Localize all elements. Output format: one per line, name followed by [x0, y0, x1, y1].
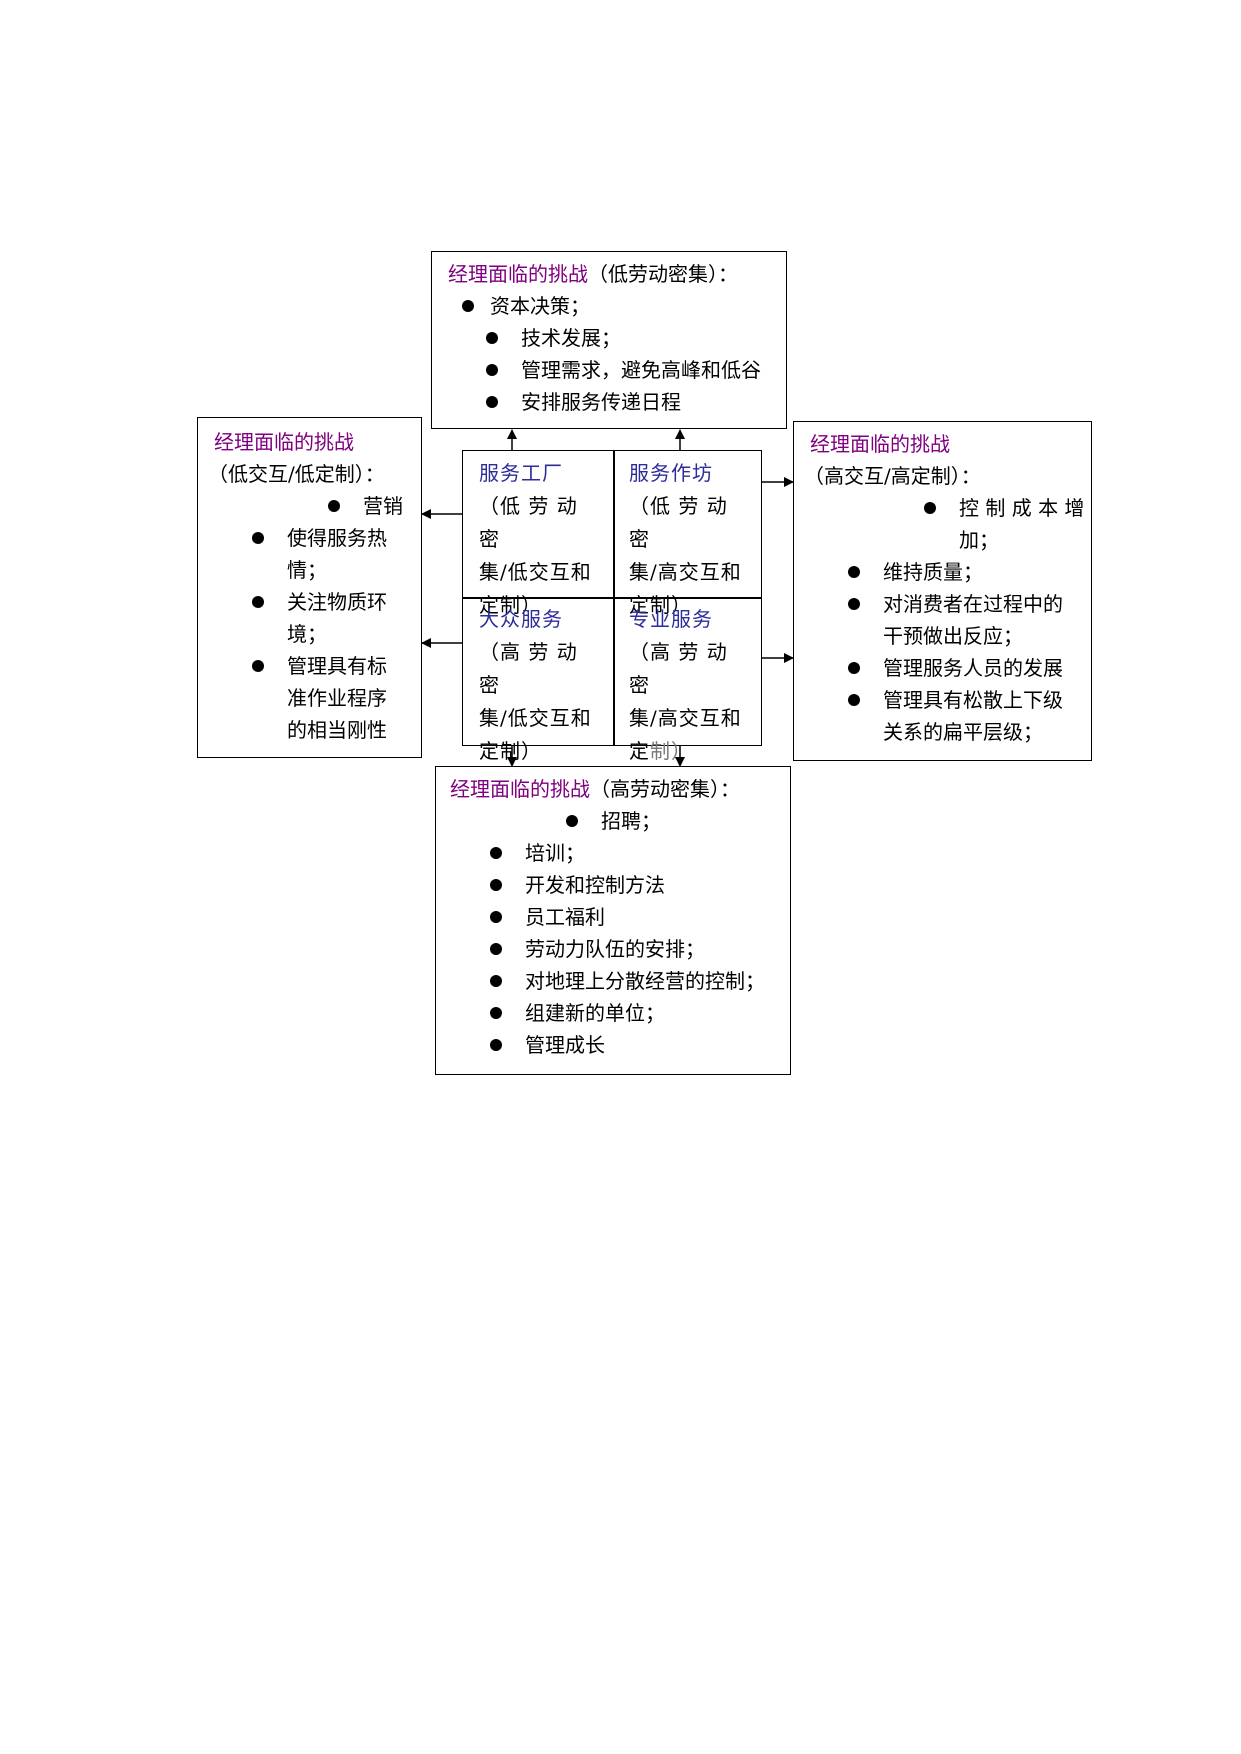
left-box-paren: （低交互/低定制）：: [208, 462, 385, 486]
bottom-item-welfare: 员工福利: [525, 905, 605, 929]
right-box-paren: （高交互/高定制）：: [804, 464, 981, 488]
bottom-box-heading: 经理面临的挑战（高劳动密集）：: [450, 773, 740, 805]
bullet-icon: [252, 596, 264, 608]
right-challenge-box: 经理面临的挑战 （高交互/高定制）： 控 制 成 本 增 加； 维持质量； 对消…: [793, 421, 1092, 761]
bullet-icon: [486, 332, 498, 344]
bottom-box-paren: （高劳动密集）：: [590, 777, 740, 801]
cell-line: （低 劳 动 密: [479, 494, 578, 551]
top-box-paren: （低劳动密集）：: [588, 262, 738, 286]
bullet-icon: [490, 879, 502, 891]
cell-title: 专业服务: [629, 607, 713, 631]
bottom-item-methods: 开发和控制方法: [525, 873, 665, 897]
cell-line: 集/高交互和: [629, 560, 742, 584]
bullet-icon: [490, 1039, 502, 1051]
bullet-icon: [486, 364, 498, 376]
right-item-cost-line1: 控 制 成 本 增: [959, 496, 1085, 520]
cell-line: （低 劳 动 密: [629, 494, 728, 551]
bottom-box-title: 经理面临的挑战: [450, 777, 590, 801]
right-box-title: 经理面临的挑战: [810, 432, 950, 456]
top-challenge-box: 经理面临的挑战（低劳动密集）： 资本决策； 技术发展； 管理需求，避免高峰和低谷…: [431, 251, 787, 429]
top-item-tech: 技术发展；: [521, 326, 621, 350]
bullet-icon: [848, 662, 860, 674]
left-box-title: 经理面临的挑战: [214, 430, 354, 454]
bullet-icon: [490, 911, 502, 923]
cell-line-part: 制）: [650, 593, 692, 617]
bullet-icon: [848, 694, 860, 706]
cell-line: 集/低交互和: [479, 706, 592, 730]
cell-line: 定制）: [479, 593, 542, 617]
bottom-item-recruit: 招聘；: [601, 809, 661, 833]
right-item-response-line2: 干预做出反应；: [883, 624, 1023, 648]
cell-line: 集/高交互和: [629, 706, 742, 730]
bottom-item-geographic: 对地理上分散经营的控制；: [525, 969, 765, 993]
cell-line: 集/低交互和: [479, 560, 592, 584]
right-item-cost-line2: 加；: [959, 528, 999, 552]
matrix-cell-professional-service: 专业服务 （高 劳 动 密 集/高交互和 定制）: [613, 597, 763, 763]
cell-line-part: 定: [629, 739, 650, 763]
top-box-title: 经理面临的挑战: [448, 262, 588, 286]
left-item-warmth-line1: 使得服务热: [287, 526, 387, 550]
bottom-item-growth: 管理成长: [525, 1033, 605, 1057]
bullet-icon: [490, 1007, 502, 1019]
matrix-cell-service-factory: 服务工厂 （低 劳 动 密 集/低交互和 定制）: [463, 451, 613, 617]
top-box-heading: 经理面临的挑战（低劳动密集）：: [448, 258, 738, 290]
right-item-hierarchy-line1: 管理具有松散上下级: [883, 688, 1063, 712]
bullet-icon: [252, 660, 264, 672]
bullet-icon: [328, 500, 340, 512]
left-item-environment-line2: 境；: [287, 622, 327, 646]
left-item-procedure-line1: 管理具有标: [287, 654, 387, 678]
left-item-environment-line1: 关注物质环: [287, 590, 387, 614]
matrix-horizontal-divider: [463, 597, 761, 599]
bottom-challenge-box: 经理面临的挑战（高劳动密集）： 招聘； 培训； 开发和控制方法 员工福利 劳动力…: [435, 766, 791, 1075]
matrix-cell-mass-service: 大众服务 （高 劳 动 密 集/低交互和 定制）: [463, 597, 613, 763]
right-item-response-line1: 对消费者在过程中的: [883, 592, 1063, 616]
bullet-icon: [490, 975, 502, 987]
cell-line: 定制）: [629, 735, 749, 768]
bullet-icon: [490, 943, 502, 955]
left-item-procedure-line3: 的相当刚性: [287, 718, 387, 742]
bullet-icon: [848, 598, 860, 610]
cell-line: （高 劳 动 密: [479, 640, 578, 697]
service-process-matrix: 服务工厂 （低 劳 动 密 集/低交互和 定制） 服务作坊 （低 劳 动 密 集…: [462, 450, 763, 763]
top-item-demand: 管理需求，避免高峰和低谷: [521, 358, 761, 382]
bullet-icon: [486, 396, 498, 408]
left-item-procedure-line2: 准作业程序: [287, 686, 387, 710]
left-item-marketing: 营销: [363, 494, 403, 518]
bullet-icon: [848, 566, 860, 578]
matrix-cell-service-shop: 服务作坊 （低 劳 动 密 集/高交互和 定制）: [613, 451, 763, 617]
cell-title: 大众服务: [479, 607, 563, 631]
top-item-capital: 资本决策；: [490, 294, 590, 318]
right-item-staff: 管理服务人员的发展: [883, 656, 1063, 680]
right-item-quality: 维持质量；: [883, 560, 983, 584]
cell-line: （高 劳 动 密: [629, 640, 728, 697]
bullet-icon: [566, 815, 578, 827]
bottom-item-new-units: 组建新的单位；: [525, 1001, 665, 1025]
bottom-item-training: 培训；: [525, 841, 585, 865]
top-item-schedule: 安排服务传递日程: [521, 390, 681, 414]
right-item-hierarchy-line2: 关系的扁平层级；: [883, 720, 1043, 744]
cell-title: 服务工厂: [479, 461, 563, 485]
cell-line-part: 定: [629, 593, 650, 617]
bottom-item-workforce: 劳动力队伍的安排；: [525, 937, 705, 961]
bullet-icon: [924, 502, 936, 514]
bullet-icon: [490, 847, 502, 859]
cell-title: 服务作坊: [629, 461, 713, 485]
bullet-icon: [252, 532, 264, 544]
left-item-warmth-line2: 情；: [287, 558, 327, 582]
cell-line: 定制）: [629, 589, 749, 622]
left-challenge-box: 经理面临的挑战 （低交互/低定制）： 营销 使得服务热 情； 关注物质环 境； …: [197, 417, 422, 758]
bullet-icon: [462, 300, 474, 312]
